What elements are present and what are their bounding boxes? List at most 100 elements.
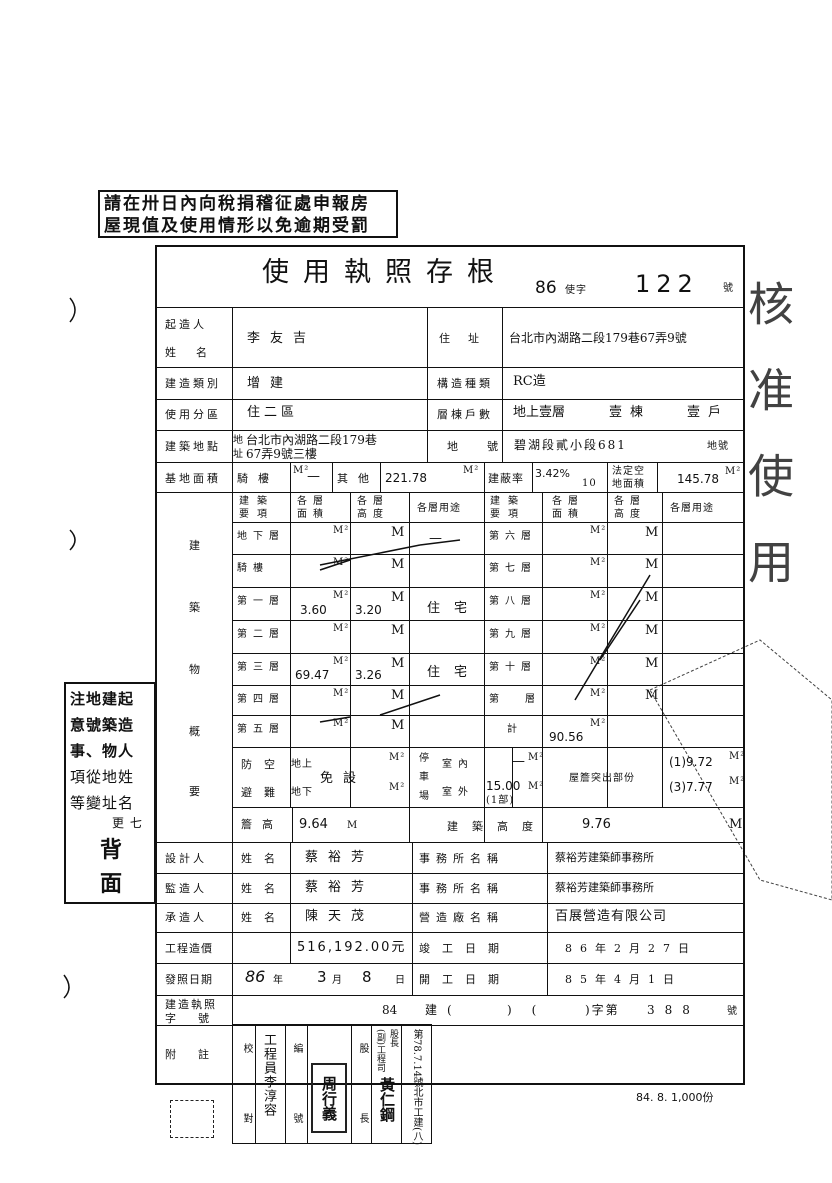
approval-stamp: 核准使用 bbox=[741, 280, 795, 624]
floor-left-height-unit: M bbox=[391, 525, 405, 540]
shelter-value: 免設 bbox=[320, 771, 367, 786]
issue-date-label: 發照日期 bbox=[165, 973, 213, 986]
shelter-unit-2: M² bbox=[389, 782, 406, 793]
side-note-r6: 更 七 bbox=[112, 816, 143, 830]
floor-right-height-unit: M bbox=[645, 688, 659, 703]
shelter-below: 地下 bbox=[291, 787, 313, 798]
building-height-unit: M bbox=[729, 817, 743, 832]
designer-office: 蔡裕芳建築師事務所 bbox=[555, 851, 654, 864]
floor-right-height-unit: M bbox=[645, 623, 659, 638]
eave-unit-1: M² bbox=[729, 751, 746, 762]
floor-left-name: 第三層 bbox=[237, 662, 285, 673]
other-value: 221.78 bbox=[385, 471, 427, 485]
issue-month: 3 bbox=[317, 968, 327, 986]
permit-year: 84 bbox=[382, 1003, 398, 1017]
floor-right-name: 第七層 bbox=[489, 563, 537, 574]
floor-left-height-unit: M bbox=[391, 718, 405, 733]
side-note-r2: 意號築造 bbox=[70, 716, 135, 734]
floor-left-area-unit: M² bbox=[333, 623, 350, 634]
floor-left-height-unit: M bbox=[391, 688, 405, 703]
floor-right-height-unit: M bbox=[645, 525, 659, 540]
floor-right-height-unit: M bbox=[645, 557, 659, 572]
notice-box: 請在卅日內向稅捐稽征處申報房 屋現值及使用情形以免逾期受罰 bbox=[98, 190, 398, 238]
header-height-right-a: 各層 bbox=[614, 496, 646, 507]
header-item-b: 要項 bbox=[239, 509, 275, 520]
building-height-label: 建築高度 bbox=[447, 820, 547, 833]
zone-label: 使用分區 bbox=[165, 408, 221, 421]
floor-height-unit: M bbox=[347, 820, 359, 831]
cost-value: 516,192.00元 bbox=[297, 940, 407, 955]
structure: RC造 bbox=[513, 374, 546, 389]
floor-right-name: 第六層 bbox=[489, 531, 537, 542]
supervisor-name: 蔡裕芳 bbox=[305, 880, 375, 895]
header-item-a: 建築 bbox=[239, 496, 275, 507]
floor-right-name: 第九層 bbox=[489, 629, 537, 640]
header-char: 使字 bbox=[565, 285, 587, 296]
designer-office-label: 事務所名稱 bbox=[419, 852, 504, 865]
completion-date: 86年2月27日 bbox=[565, 942, 697, 955]
header-height-right-b: 高度 bbox=[614, 509, 646, 520]
building-type-label: 建造類別 bbox=[165, 377, 221, 390]
floor-right-height-unit: M bbox=[645, 656, 659, 671]
floor-left-area-unit: M² bbox=[333, 688, 350, 699]
applicant-label: 起造人 bbox=[165, 318, 207, 331]
remarks-col3: 股長 bbox=[357, 1043, 368, 1183]
floor1-height: 3.20 bbox=[355, 603, 382, 617]
permit-number: 122 bbox=[635, 270, 699, 298]
site-area-label: 基地面積 bbox=[165, 472, 221, 485]
section-label-3: 物 bbox=[189, 663, 203, 676]
parking-indoor-value: — bbox=[512, 754, 525, 769]
shelter-label-a: 防空 bbox=[241, 758, 287, 771]
start-date: 85年4月1日 bbox=[565, 973, 682, 986]
notice-line-2: 屋現值及使用情形以免逾期受罰 bbox=[104, 216, 370, 236]
permit-char: 建( bbox=[425, 1003, 462, 1017]
arcade-unit: M² bbox=[293, 465, 310, 476]
floor-left-area-unit: M² bbox=[333, 656, 350, 667]
header-area-b: 面積 bbox=[297, 509, 329, 520]
buildings-count: 壹棟 bbox=[609, 405, 652, 420]
designer-name-label: 姓名 bbox=[241, 852, 287, 865]
header-suffix: 號 bbox=[723, 283, 734, 294]
permit-label-a: 建造執照 bbox=[165, 998, 217, 1011]
eave-value-1: (1)9.72 bbox=[669, 755, 713, 769]
remarks-col4-stamp: 黃仁鋼 bbox=[378, 1077, 396, 1122]
floor-right-name: 第八層 bbox=[489, 596, 537, 607]
small-stamp bbox=[170, 1100, 214, 1138]
floor-left-area-unit: M² bbox=[333, 590, 350, 601]
contractor-name-label: 姓名 bbox=[241, 911, 287, 924]
section-label-2: 築 bbox=[189, 601, 203, 614]
parking-outdoor-unit: M² bbox=[528, 781, 545, 792]
permit-end: )字第 bbox=[585, 1003, 620, 1017]
side-note: 注地建起 意號築造 事、物人 項從地姓 等變址名 更 七 背 面 bbox=[64, 682, 156, 904]
floor-height-value: 9.64 bbox=[299, 817, 328, 832]
permit-number-2: 388 bbox=[647, 1003, 700, 1017]
floor-left-name: 地下層 bbox=[237, 531, 285, 542]
section-label-1: 建 bbox=[189, 539, 203, 552]
supervisor-name-label: 姓名 bbox=[241, 882, 287, 895]
header-height-a: 各層 bbox=[357, 496, 389, 507]
section-label-4: 概 bbox=[189, 725, 203, 738]
margin-mark-3 bbox=[63, 974, 70, 999]
contractor-label: 承造人 bbox=[165, 911, 207, 924]
floor-right-area-unit: M² bbox=[590, 656, 607, 667]
contractor-firm: 百展營造有限公司 bbox=[555, 909, 668, 924]
contractor-firm-label: 營造廠名稱 bbox=[419, 911, 504, 924]
parking-indoor-label: 室內 bbox=[442, 759, 474, 770]
arcade-label: 騎樓 bbox=[237, 472, 279, 485]
applicant-name: 李友吉 bbox=[247, 331, 317, 346]
remarks-col5: 第78.7.14號北市工建(八) bbox=[411, 1029, 422, 1145]
floor-left-height-unit: M bbox=[391, 623, 405, 638]
approval-block: 校對 工程員李淳容 編號 股長 周行義 (副)工程司 股長 黃仁鋼 第78.7.… bbox=[232, 1024, 432, 1183]
margin-mark-2 bbox=[69, 529, 76, 551]
floor-right-area-unit: M² bbox=[590, 525, 607, 536]
header-use-left: 各層用途 bbox=[417, 503, 461, 514]
side-note-r5: 等變址名 bbox=[70, 794, 135, 812]
parking-outdoor-value: 15.00 bbox=[486, 779, 521, 793]
parking-indoor-unit: M² bbox=[528, 752, 545, 763]
issue-day-char: 日 bbox=[395, 975, 406, 986]
basement-use: — bbox=[429, 531, 442, 546]
site-prefix-1: 地 bbox=[233, 435, 244, 446]
building-height-value: 9.76 bbox=[582, 817, 611, 832]
supervisor-office: 蔡裕芳建築師事務所 bbox=[555, 881, 654, 894]
header-area-right-a: 各層 bbox=[552, 496, 584, 507]
